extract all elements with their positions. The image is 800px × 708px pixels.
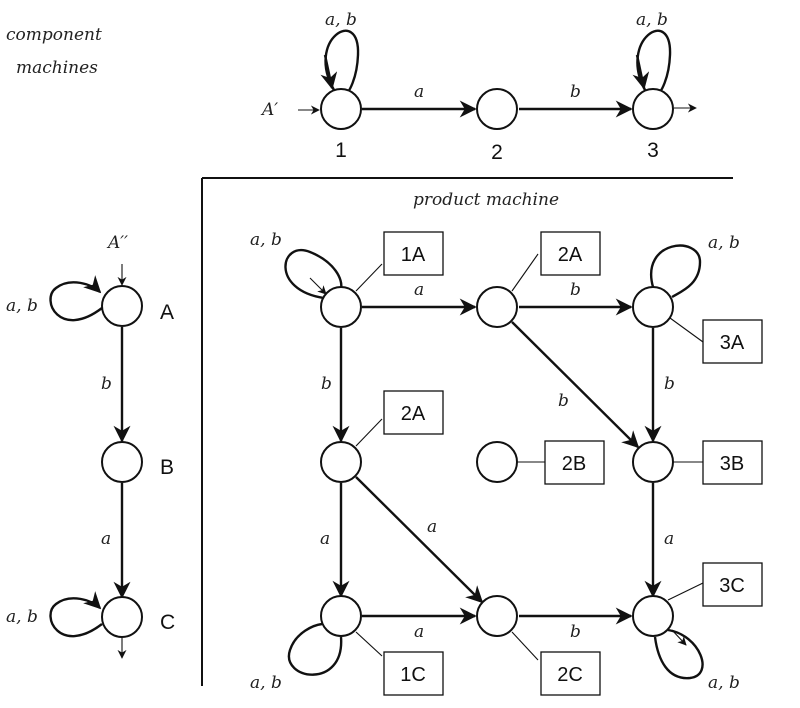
p-leader-3c	[667, 582, 704, 601]
p-loop-3c	[653, 628, 704, 680]
m2-state-b-label: B	[160, 456, 174, 479]
p-edge-2a-1c-label: a	[320, 529, 330, 549]
p-box-1c: 1C	[383, 651, 444, 696]
p-leader-3a	[669, 317, 704, 343]
p-loop-1c-label: a, b	[250, 673, 282, 693]
p-box-2a-mid: 2A	[383, 390, 444, 435]
p-box-2a-mid-label: 2A	[401, 403, 426, 425]
m2-edge-b-c-label: a	[101, 529, 111, 549]
p-box-3b: 3B	[702, 440, 763, 485]
p-box-3c-label: 3C	[719, 575, 745, 597]
m1-state-1	[320, 88, 362, 130]
p-state-2a-top	[476, 286, 518, 328]
p-leader-2c	[511, 631, 539, 661]
machine-2: A′′ a, b b a a, b A B C	[6, 233, 175, 659]
m1-state-3-label: 3	[647, 139, 659, 162]
p-edge-2a-2c-label: a	[427, 517, 437, 537]
heading-component-line2: machines	[16, 58, 98, 78]
p-edge-2c-3c-label: b	[570, 622, 581, 642]
p-box-2b: 2B	[544, 440, 605, 485]
p-loop-3c-label: a, b	[708, 673, 740, 693]
p-state-3b	[632, 441, 674, 483]
p-loop-3a-label: a, b	[708, 233, 740, 253]
m2-edge-a-b-label: b	[101, 374, 112, 394]
m1-state-2	[476, 88, 518, 130]
m1-edge-1-2-label: a	[414, 82, 424, 102]
m1-edge-2-3-label: b	[570, 82, 581, 102]
p-box-3c: 3C	[702, 562, 763, 607]
m2-state-c	[101, 596, 143, 638]
p-state-3a	[632, 286, 674, 328]
m2-state-b	[101, 441, 143, 483]
p-start-1a-arrow	[309, 277, 327, 295]
m1-loop-1-head	[320, 54, 338, 90]
p-box-2a-top: 2A	[540, 231, 601, 276]
m1-loop-3-head	[632, 54, 650, 90]
p-state-1a	[320, 286, 362, 328]
m1-state-1-label: 1	[335, 139, 347, 162]
m1-state-2-label: 2	[491, 141, 503, 164]
p-box-1a-label: 1A	[401, 244, 426, 266]
m2-state-a-label: A	[160, 301, 174, 324]
p-state-2c	[476, 595, 518, 637]
m2-loop-a	[49, 275, 103, 322]
p-leader-2a-mid	[355, 418, 383, 447]
p-edge-1a-2a-label: a	[414, 280, 424, 300]
product-machine: a, b a b a, b b b b a a a a, b a	[250, 230, 763, 696]
p-box-2b-label: 2B	[562, 453, 586, 475]
p-edge-2a-3b	[511, 321, 640, 449]
p-loop-1a-label: a, b	[250, 230, 282, 250]
p-box-3a: 3A	[702, 319, 763, 364]
p-loop-1a	[284, 249, 343, 300]
p-leader-1c	[355, 631, 383, 657]
heading-product-machine: product machine	[413, 190, 559, 210]
m2-loop-a-label: a, b	[6, 296, 38, 316]
p-leader-1a	[355, 263, 383, 292]
p-edge-3b-3c-label: a	[664, 529, 674, 549]
m2-state-c-label: C	[160, 611, 175, 634]
p-state-1c	[320, 595, 362, 637]
p-accept-3c-arrow	[671, 629, 687, 646]
p-box-2a-top-label: 2A	[558, 244, 583, 266]
p-state-2b	[476, 441, 518, 483]
p-edge-2a-2c	[355, 476, 484, 604]
m2-loop-c-label: a, b	[6, 607, 38, 627]
p-loop-1c	[287, 622, 343, 676]
p-leader-2a-top	[511, 253, 539, 292]
m1-loop-1-label: a, b	[325, 10, 357, 30]
machine-1: A′ a, b a b a, b 1 2 3	[260, 10, 697, 164]
p-edge-2a-3a-label: b	[570, 280, 581, 300]
p-box-3b-label: 3B	[720, 453, 744, 475]
heading-component-line1: component	[6, 25, 102, 45]
p-box-3a-label: 3A	[720, 332, 745, 354]
p-edge-2a-3b-label: b	[558, 391, 569, 411]
m2-start-label: A′′	[106, 233, 128, 253]
m1-state-3	[632, 88, 674, 130]
p-box-1c-label: 1C	[400, 664, 426, 686]
p-state-2a-mid	[320, 441, 362, 483]
m2-loop-c	[49, 591, 103, 638]
p-box-2c-label: 2C	[557, 664, 583, 686]
p-box-2c: 2C	[540, 651, 601, 696]
p-loop-3a	[649, 244, 702, 299]
m1-loop-3-label: a, b	[636, 10, 668, 30]
p-edge-1c-2c-label: a	[414, 622, 424, 642]
m1-start-label: A′	[260, 100, 278, 120]
p-edge-3a-3b-label: b	[664, 374, 675, 394]
p-box-1a: 1A	[383, 231, 444, 276]
m2-state-a	[101, 285, 143, 327]
p-edge-1a-2a-down-label: b	[321, 374, 332, 394]
p-state-3c	[632, 595, 674, 637]
